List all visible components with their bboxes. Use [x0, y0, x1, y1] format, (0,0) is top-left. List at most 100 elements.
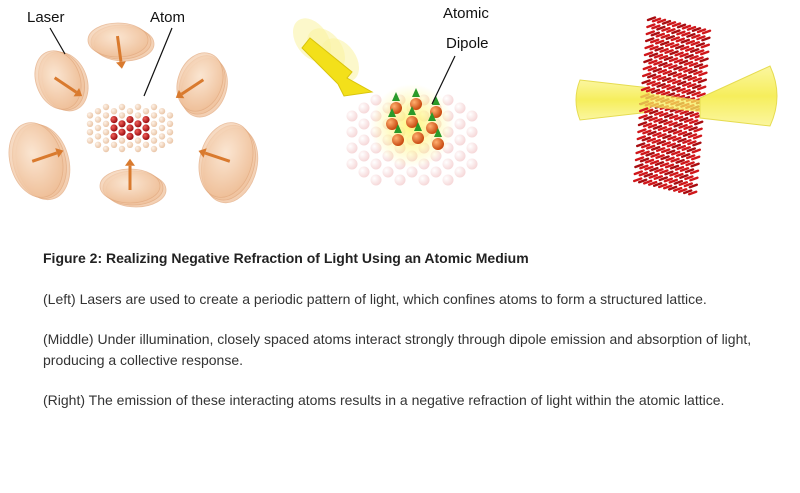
- atom-pale: [158, 124, 166, 132]
- red-atom: [681, 146, 691, 152]
- red-atom: [637, 128, 647, 134]
- red-atom: [691, 148, 701, 154]
- red-atom: [652, 124, 663, 130]
- red-atom: [644, 108, 654, 114]
- red-atom: [678, 123, 688, 129]
- red-atom: [668, 64, 678, 70]
- laser-disc: [87, 22, 155, 69]
- red-atom: [655, 89, 666, 95]
- red-atom: [664, 49, 674, 54]
- red-atom: [641, 143, 651, 149]
- atom-faint: [358, 134, 370, 146]
- red-atom: [687, 140, 697, 146]
- red-atom: [690, 162, 700, 168]
- red-atom: [657, 133, 667, 139]
- red-atom: [656, 82, 666, 88]
- atom-pale: [118, 145, 126, 153]
- red-atom: [664, 163, 675, 169]
- dipole-arrow-icon: [392, 92, 400, 101]
- red-atom: [643, 58, 653, 64]
- red-atom: [686, 90, 696, 96]
- atom-red: [126, 116, 134, 124]
- red-atom: [680, 160, 690, 166]
- red-atom: [661, 19, 672, 25]
- atom-red: [118, 120, 126, 128]
- atom-pale: [158, 116, 166, 123]
- atom-pale: [86, 112, 94, 119]
- red-atom: [655, 39, 665, 45]
- red-atom: [664, 170, 674, 176]
- dipole: [406, 106, 418, 128]
- red-atom: [683, 189, 693, 195]
- red-atom: [683, 60, 694, 66]
- figure-illustration: Laser Atom Atomic Dipole: [8, 5, 778, 208]
- red-atom: [642, 65, 652, 71]
- atom-pale: [94, 108, 102, 115]
- red-atom: [652, 74, 662, 80]
- red-atom: [673, 58, 684, 64]
- red-atom: [636, 142, 646, 148]
- atom-faint: [382, 166, 394, 178]
- red-atom: [671, 29, 681, 35]
- dipole-atom: [410, 98, 422, 110]
- red-atom: [643, 51, 654, 57]
- caption-right: (Right) The emission of these interactin…: [43, 392, 725, 408]
- red-atom: [651, 138, 661, 144]
- red-atom: [676, 30, 686, 36]
- red-atom: [676, 87, 686, 93]
- red-atom: [669, 164, 680, 170]
- laser-arrow: [31, 151, 58, 163]
- atomic-dipoles: [386, 88, 444, 150]
- red-atom: [662, 77, 672, 83]
- atom-pale: [110, 141, 118, 148]
- red-atom: [691, 27, 702, 32]
- red-atom: [648, 59, 658, 65]
- red-atom: [682, 74, 692, 80]
- red-atom: [654, 161, 665, 167]
- red-atom: [684, 168, 695, 174]
- red-atom: [691, 91, 701, 97]
- dipole-atom: [426, 122, 438, 134]
- red-atom: [674, 165, 685, 171]
- red-atom: [643, 172, 653, 178]
- arrow-head-icon: [198, 148, 207, 158]
- red-atom: [678, 181, 688, 187]
- red-atom: [688, 69, 698, 75]
- atom-faint: [370, 174, 382, 186]
- red-atom: [682, 132, 693, 138]
- red-atom: [649, 166, 659, 172]
- figure-caption: Figure 2: Realizing Negative Refraction …: [43, 250, 783, 430]
- red-atom: [658, 54, 669, 60]
- atom-red: [134, 128, 142, 136]
- red-atom: [660, 33, 670, 39]
- red-atom: [658, 183, 668, 189]
- red-atom: [656, 25, 666, 31]
- red-atom: [674, 108, 684, 114]
- red-atom: [660, 40, 670, 46]
- atom-pale: [86, 120, 94, 128]
- atom-faint: [430, 166, 442, 178]
- red-atom: [689, 112, 699, 118]
- atom-faint: [406, 166, 418, 178]
- atom-red: [142, 124, 150, 132]
- atom-red: [126, 124, 134, 132]
- atom-pale: [166, 112, 174, 119]
- atom-red: [110, 124, 118, 132]
- red-atom: [696, 28, 707, 34]
- atom-faint: [346, 158, 358, 170]
- atom-pale: [134, 137, 142, 144]
- arrow-head-icon: [73, 88, 83, 97]
- atom-faint: [454, 150, 466, 162]
- red-atom: [686, 147, 696, 153]
- red-atom: [688, 126, 698, 132]
- red-atom: [692, 77, 702, 83]
- atom-pale: [150, 120, 158, 128]
- atom-pale: [94, 124, 102, 132]
- red-atom: [648, 116, 658, 122]
- red-atom: [674, 172, 684, 178]
- red-atom: [684, 118, 694, 124]
- red-atom: [656, 140, 666, 146]
- red-atom: [674, 115, 684, 121]
- red-atom: [698, 71, 708, 77]
- red-atom: [695, 42, 705, 48]
